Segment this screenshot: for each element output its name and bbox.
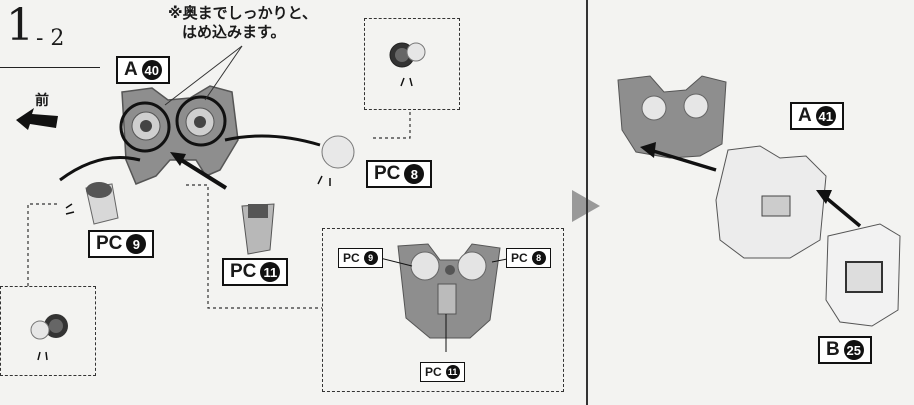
detail-label-pc9-num: 9 xyxy=(363,251,378,265)
label-a41-num: 41 xyxy=(815,106,836,126)
inset-box-pc8 xyxy=(364,18,460,110)
label-pc8-num: 8 xyxy=(404,164,425,184)
label-b25-num: 25 xyxy=(843,340,864,360)
highlight-circle-right xyxy=(175,95,227,147)
pc9-cup xyxy=(85,182,119,225)
label-a41-prefix: A xyxy=(798,105,812,126)
label-b25-prefix: B xyxy=(826,339,840,360)
detail-label-pc8-num: 8 xyxy=(531,251,546,265)
label-pc9: PC 9 xyxy=(88,230,155,258)
detail-label-pc11: PC 11 xyxy=(420,362,465,382)
pc11-peg xyxy=(241,203,275,255)
inset-box-pc9 xyxy=(0,286,96,376)
part-b25-armor xyxy=(825,223,901,327)
label-pc8-prefix: PC xyxy=(374,163,401,184)
label-a40: A 40 xyxy=(116,56,170,84)
label-a41: A 41 xyxy=(790,102,844,130)
label-pc11-prefix: PC xyxy=(230,261,257,282)
detail-assembled-part xyxy=(397,243,501,339)
pc8-ball xyxy=(321,135,355,169)
detail-label-pc11-prefix: PC xyxy=(425,365,442,379)
part-a41-assembled xyxy=(617,75,727,159)
assembly-note-line2: はめ込みます。 xyxy=(182,23,286,41)
panel-divider xyxy=(586,0,588,405)
detail-label-pc9-prefix: PC xyxy=(343,251,360,265)
label-pc9-num: 9 xyxy=(126,234,147,254)
detail-box xyxy=(322,228,564,392)
label-a40-prefix: A xyxy=(124,59,138,80)
assembly-note: ※奥までしっかりと、 はめ込みます。 xyxy=(168,4,317,42)
label-pc9-prefix: PC xyxy=(96,233,123,254)
heading-rule xyxy=(0,67,100,68)
label-pc11: PC 11 xyxy=(222,258,289,286)
front-label: 前 xyxy=(35,93,49,109)
step-subnumber: - 2 xyxy=(36,26,65,51)
label-pc11-num: 11 xyxy=(260,262,281,282)
label-a40-num: 40 xyxy=(141,60,162,80)
detail-label-pc11-num: 11 xyxy=(445,365,460,379)
front-arrow-icon xyxy=(16,108,58,130)
assembly-note-line1: ※奥までしっかりと、 xyxy=(168,4,317,22)
detail-label-pc8: PC 8 xyxy=(506,248,551,268)
label-pc8: PC 8 xyxy=(366,160,433,188)
detail-label-pc8-prefix: PC xyxy=(511,251,528,265)
label-b25: B 25 xyxy=(818,336,872,364)
detail-label-pc9: PC 9 xyxy=(338,248,383,268)
step-number: 1 xyxy=(6,0,34,51)
part-a41-armor xyxy=(715,145,827,259)
highlight-circle-left xyxy=(119,101,171,153)
